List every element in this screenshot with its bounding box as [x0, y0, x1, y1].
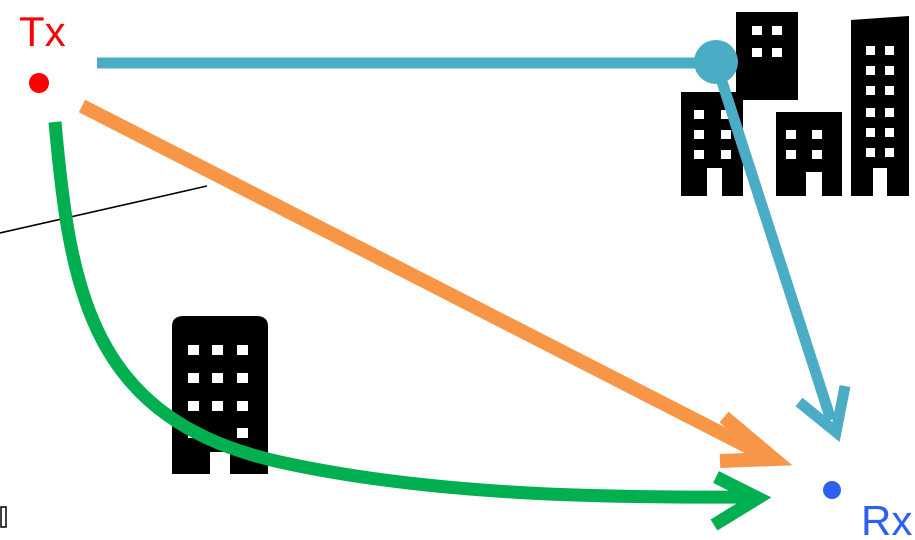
building-cluster-icon [681, 12, 909, 196]
cropped-glyph [1, 507, 6, 527]
reflection-point [694, 40, 738, 84]
diffracted-path [55, 122, 758, 525]
receiver: Rx [823, 481, 912, 540]
rx-label: Rx [861, 497, 912, 540]
callout-line [0, 186, 207, 233]
tx-dot [29, 73, 49, 93]
tx-label: Tx [19, 8, 66, 55]
rx-dot [823, 481, 841, 499]
transmitter: Tx [19, 8, 66, 93]
